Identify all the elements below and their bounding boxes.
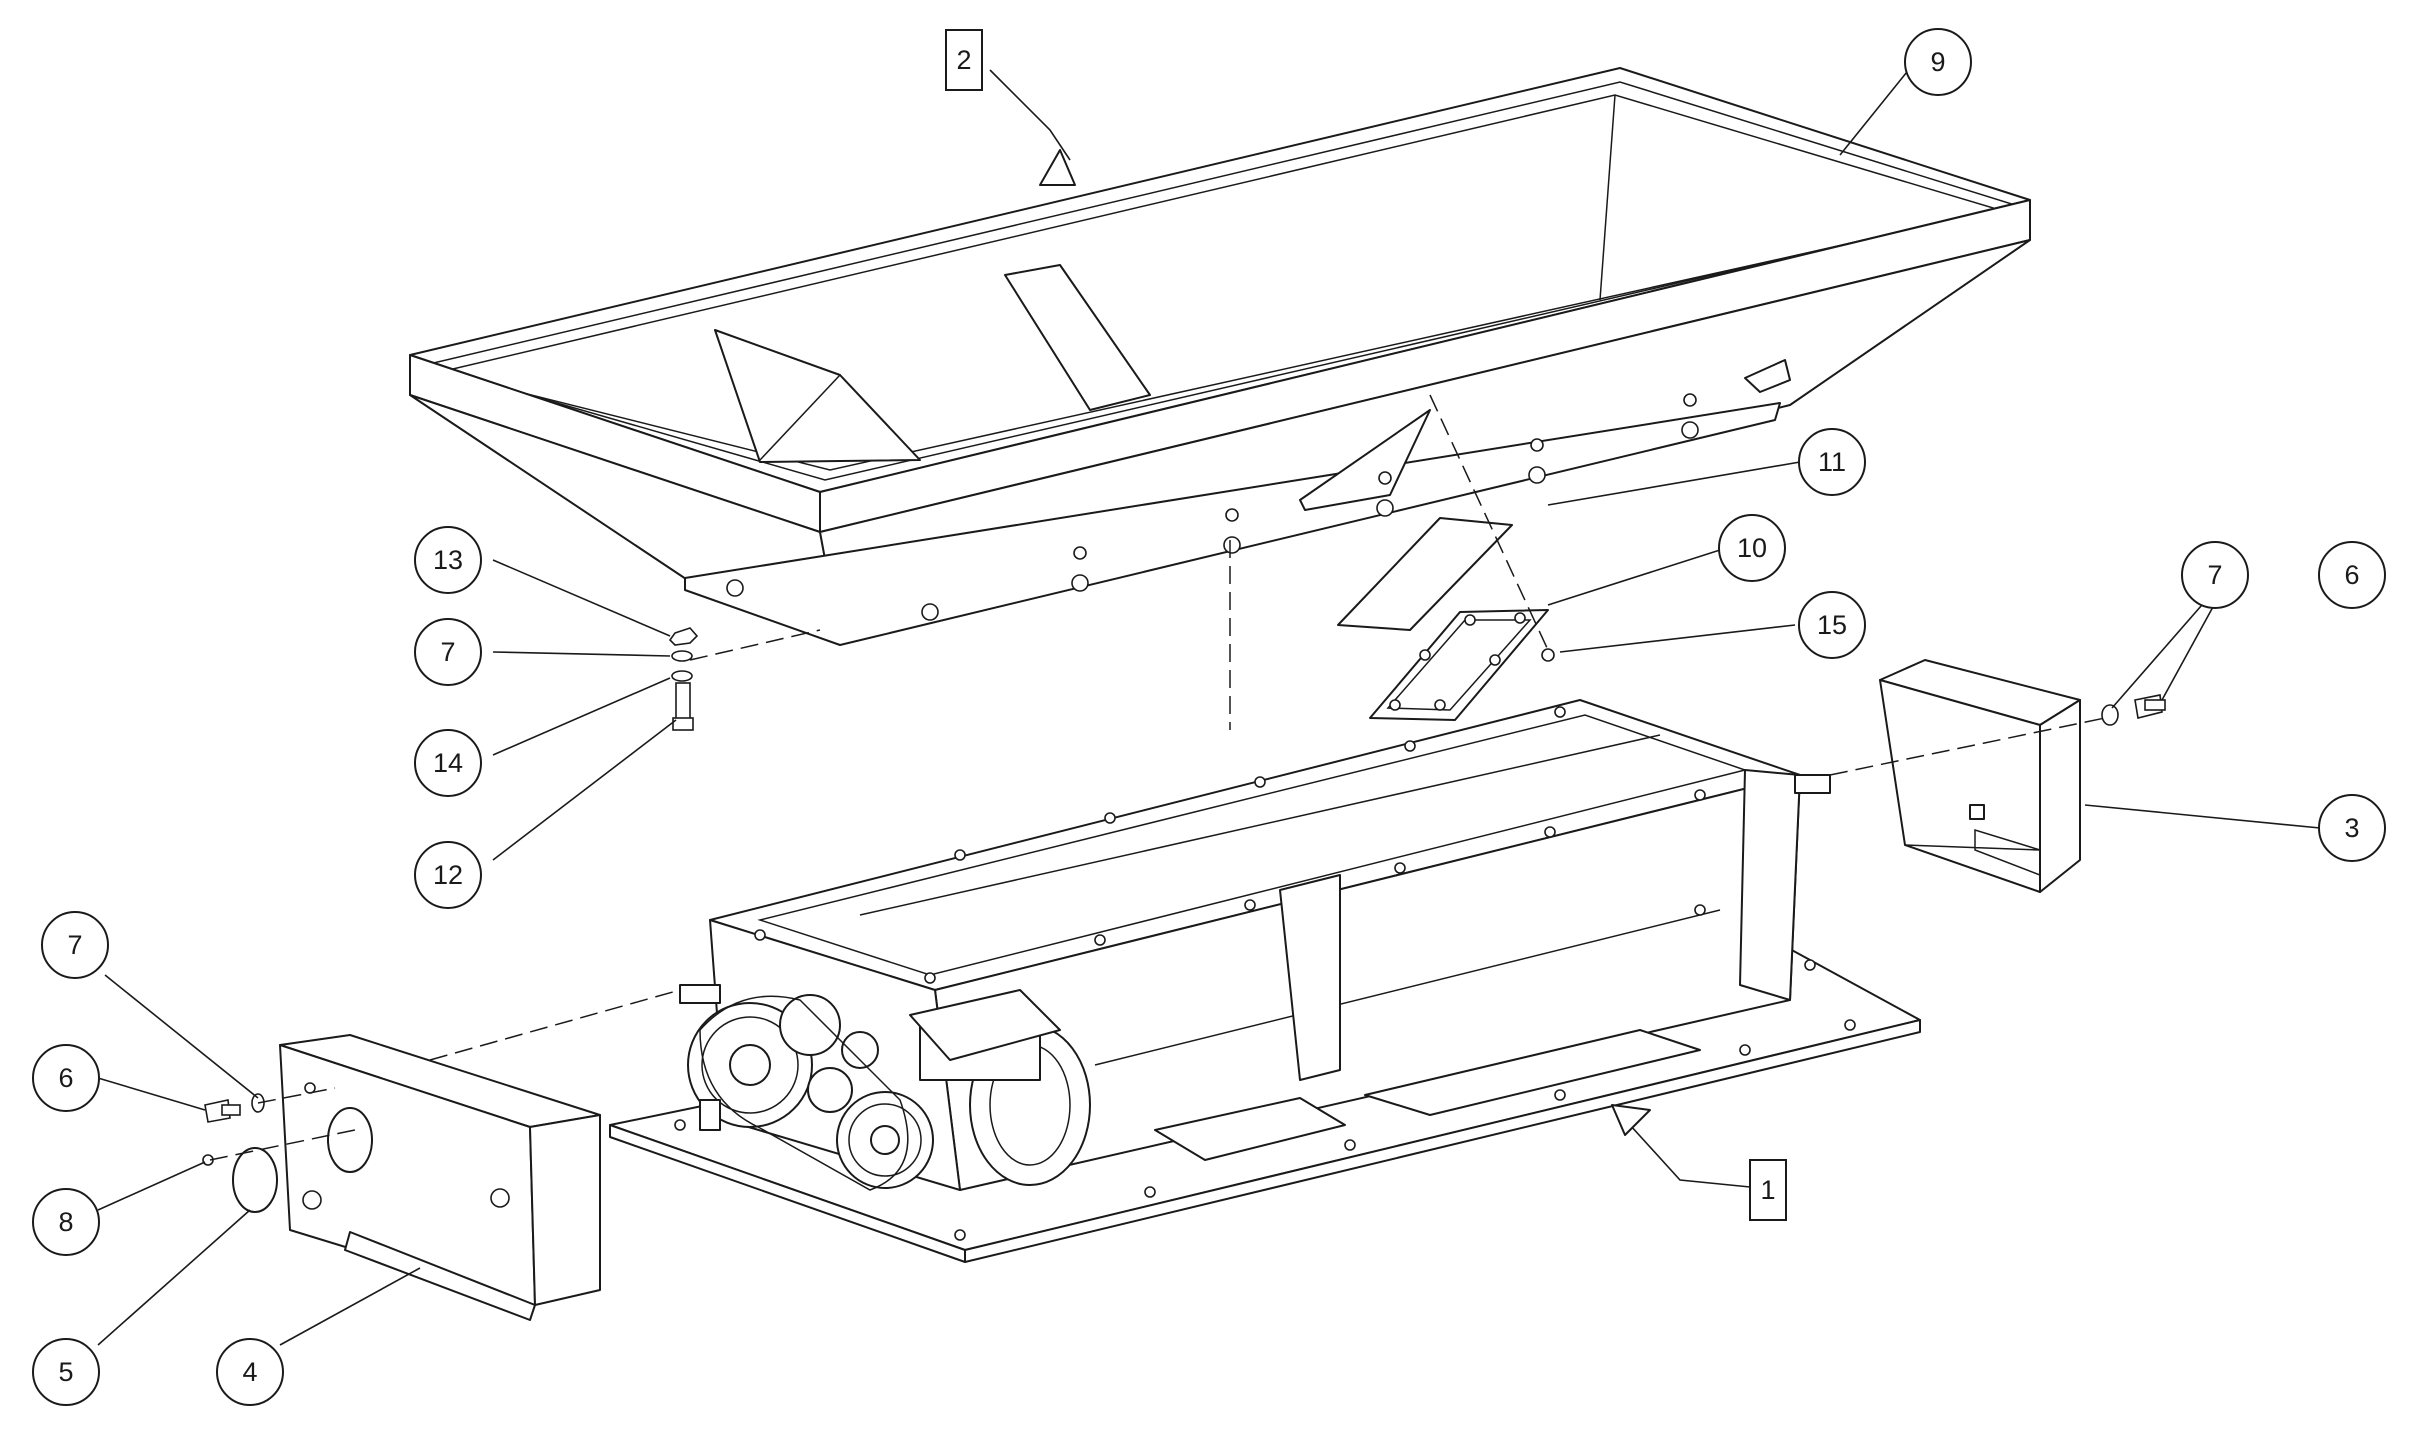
gasket [1337,517,1513,631]
callout-label: 5 [58,1357,73,1387]
plate-screw [1541,648,1555,662]
callout-label: 6 [58,1063,73,1093]
fasteners-hopper-side [668,627,699,731]
callout-2: 2 [945,29,983,91]
callout-label: 1 [1760,1175,1775,1205]
callout-7-hopper: 7 [414,618,482,686]
callout-label: 3 [2344,813,2359,843]
callout-14: 14 [414,729,482,797]
callout-4: 4 [216,1338,284,1406]
callout-7-right: 7 [2181,541,2249,609]
callout-label: 14 [433,748,463,778]
callout-5: 5 [32,1338,100,1406]
callout-label: 13 [433,545,463,575]
hopper-flange-bolts [726,393,1699,621]
fasteners-right [2101,694,2166,726]
callout-1: 1 [1749,1159,1787,1221]
callout-label: 6 [2344,560,2359,590]
callout-7-left: 7 [41,911,109,979]
callout-11: 11 [1798,428,1866,496]
hopper [409,67,2031,646]
left-end-cover [279,1034,601,1321]
fasteners-left [202,1093,278,1213]
callout-13: 13 [414,526,482,594]
callout-15: 15 [1798,591,1866,659]
callout-label: 10 [1737,533,1767,563]
callout-label: 4 [242,1357,257,1387]
right-end-cover [1879,659,2081,894]
inspection-plate [1369,609,1549,721]
base-plate-holes [674,706,1856,1241]
callout-12: 12 [414,841,482,909]
callout-8: 8 [32,1188,100,1256]
callout-label: 7 [440,637,455,667]
callout-label: 15 [1817,610,1847,640]
callout-label: 12 [433,860,463,890]
callout-10: 10 [1718,514,1786,582]
callout-6-left: 6 [32,1044,100,1112]
callout-label: 7 [2207,560,2222,590]
drive-sprockets [687,994,934,1191]
callout-label: 11 [1818,447,1846,477]
assembly-center-lines [209,394,2106,1161]
base-frame-assembly [609,699,1921,1263]
callout-label: 2 [956,45,971,75]
callout-3: 3 [2318,794,2386,862]
callout-6-right: 6 [2318,541,2386,609]
callout-9: 9 [1904,28,1972,96]
leader-lines [97,61,2321,1346]
callout-label: 8 [58,1207,73,1237]
callout-label: 7 [67,930,82,960]
callout-label: 9 [1930,47,1945,77]
